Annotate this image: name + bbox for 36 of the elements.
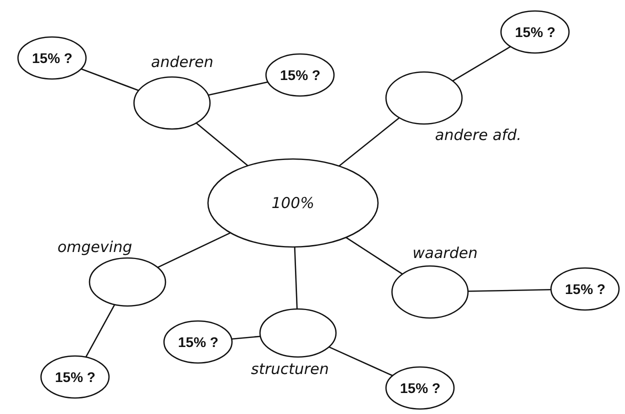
connector-line: [157, 232, 231, 268]
central-ellipse: [207, 158, 379, 248]
percentage-label: 15% ?: [565, 280, 606, 298]
topic-ellipse: [58, 238, 166, 307]
topic-label: anderen: [151, 53, 214, 71]
topic-ellipse: [391, 244, 478, 319]
topic-label: waarden: [412, 244, 478, 262]
percentage-label: 15% ?: [515, 23, 556, 41]
topic-label: omgeving: [58, 238, 132, 256]
percentage-label: 15% ?: [400, 379, 440, 397]
percentage-label: 15% ?: [55, 368, 96, 386]
connector-line: [80, 68, 139, 92]
connector-line: [346, 236, 403, 275]
percentage-circle: [500, 10, 570, 54]
percentage-circle: [40, 355, 110, 399]
topic-label: 100%: [272, 194, 314, 212]
topic-label: andere afd.: [435, 126, 522, 144]
percentage-circle: [385, 366, 455, 410]
connector-line: [328, 346, 393, 376]
connector-line: [196, 122, 248, 166]
connector-line: [338, 117, 400, 167]
connector-line: [208, 81, 268, 96]
topic-ellipse: [133, 53, 213, 130]
percentage-circle: [265, 53, 335, 97]
percentage-label: 15% ?: [32, 49, 72, 67]
percentage-circle: [550, 267, 620, 311]
percentage-label: 15% ?: [280, 66, 320, 84]
percentage-circle: [163, 320, 233, 364]
connector-line: [232, 336, 260, 340]
connector-line: [85, 304, 116, 358]
topic-label: structuren: [251, 360, 329, 378]
connector-line: [452, 46, 511, 82]
connector-line: [294, 246, 298, 310]
percentage-label: 15% ?: [178, 333, 218, 351]
percentage-circle: [17, 36, 87, 80]
connector-line: [468, 289, 552, 292]
